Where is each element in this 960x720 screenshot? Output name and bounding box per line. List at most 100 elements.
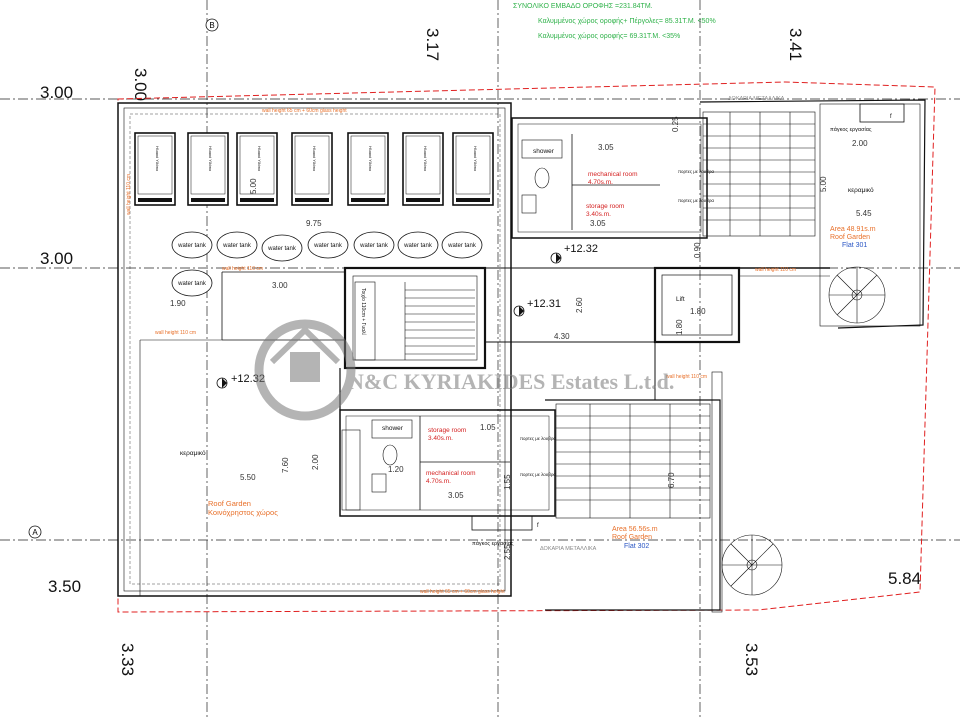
room-mech-upper: mechanical room: [588, 171, 638, 178]
room-mech-lower-area: 4.70s.m.: [426, 478, 451, 485]
water-tanks: water tank water tank water tank water t…: [171, 231, 483, 297]
svg-text:+12.31: +12.31: [527, 298, 561, 310]
door-label-1: πορτες με λουβρα: [678, 169, 714, 174]
room-shower-upper: shower: [533, 148, 555, 155]
svg-text:water tank: water tank: [447, 243, 477, 249]
metal-beam-notes: ΔΟΚΑΡΙΑ ΜΕΤΑΛΛΙΚΑ ΔΟΚΑΡΙΑ ΜΕΤΑΛΛΙΚΑ: [540, 96, 785, 552]
svg-text:5.45: 5.45: [856, 209, 872, 218]
spiral-stair-upper: [828, 266, 886, 324]
grid-axis-b: B: [205, 18, 219, 32]
level-marker-stair: +12.31: [513, 298, 561, 317]
solar-panel: Ηλιακό Υδάτιο: [187, 132, 229, 206]
flat302-garden: Roof Garden: [612, 534, 652, 541]
grid-dimensions: 3.00 3.00 3.50 5.84 3.00 3.17 3.41 3.33 …: [40, 28, 921, 676]
svg-text:water tank: water tank: [313, 243, 343, 249]
solar-panel-label: Ηλιακό Υδάτιο: [257, 146, 262, 172]
room-storage-lower-area: 3.40s.m.: [428, 435, 453, 442]
room-shower-lower: shower: [382, 425, 404, 432]
header-covered: Καλυμμένος χώρος οροφής= 69.31Τ.Μ. <35%: [538, 32, 680, 40]
grid-dim-top-left: 3.00: [131, 68, 150, 101]
svg-text:water tank: water tank: [222, 243, 252, 249]
svg-text:7.60: 7.60: [281, 457, 290, 473]
solar-panel: Ηλιακό Υδάτιο: [347, 132, 389, 206]
grid-axis-a: A: [28, 525, 42, 539]
grid-dim-left-2: 3.00: [40, 249, 73, 268]
staircase: [354, 281, 475, 361]
flat301-garden: Roof Garden: [830, 234, 870, 241]
work-bench-lower: [471, 515, 533, 531]
svg-text:1.80: 1.80: [675, 319, 684, 335]
room-lift: Lift: [676, 296, 685, 303]
room-mech-lower: mechanical room: [426, 470, 476, 477]
solar-panel: Ηλιακό Υδάτιο: [134, 132, 176, 206]
room-labels: shower mechanical room 4.70s.m. storage …: [180, 114, 892, 547]
water-tank: water tank: [307, 231, 349, 259]
svg-text:1.05: 1.05: [480, 423, 496, 432]
solar-panel: Ηλιακό Υδάτιο: [402, 132, 444, 206]
svg-text:water tank: water tank: [359, 243, 389, 249]
room-storage-lower: storage room: [428, 427, 466, 434]
area-flat302: Area 56.56s.m Roof Garden Flat 302: [612, 526, 658, 550]
f-mark-upper: f: [890, 114, 892, 120]
svg-text:3.05: 3.05: [598, 143, 614, 152]
water-tank: water tank: [261, 234, 303, 262]
door-label-4: πορτες με λουβρα: [520, 472, 556, 477]
grid-dim-bottom-right: 3.53: [742, 643, 761, 676]
solar-panel-label: Ηλιακό Υδάτιο: [473, 146, 478, 172]
svg-text:2.55: 2.55: [503, 544, 512, 560]
svg-text:water tank: water tank: [403, 243, 433, 249]
water-tank: water tank: [441, 231, 483, 259]
wall-note-top: wall height 65 cm + 60cm glass height: [262, 108, 347, 114]
svg-text:5.50: 5.50: [240, 473, 256, 482]
svg-text:0.90: 0.90: [693, 242, 702, 258]
common-garden: Roof Garden: [208, 499, 251, 508]
wall-note-110-b: wall height 110 cm: [155, 330, 196, 336]
solar-panels: Ηλιακό Υδάτιο Ηλιακό Υδάτιο Ηλιακό Υδάτι…: [134, 132, 494, 206]
common-greek: Κοινόχρηστος χώρος: [208, 508, 278, 517]
flat302-name: Flat 302: [624, 543, 649, 550]
flat302-area: Area 56.56s.m: [612, 526, 658, 533]
svg-text:3.05: 3.05: [590, 219, 606, 228]
svg-text:6.70: 6.70: [667, 472, 676, 488]
wall-note-110-a: wall height 110 cm: [222, 266, 263, 272]
svg-text:1.55: 1.55: [503, 474, 512, 490]
solar-panel-label: Ηλιακό Υδάτιο: [155, 146, 160, 172]
work-bench-upper: [859, 103, 905, 123]
room-storage-upper-area: 3.40s.m.: [586, 211, 611, 218]
metal-beam-bottom: ΔΟΚΑΡΙΑ ΜΕΤΑΛΛΙΚΑ: [540, 546, 597, 552]
door-label-2: πορτες με λουβρα: [678, 198, 714, 203]
header-total-area: ΣΥΝΟΛΙΚΟ ΕΜΒΑΔΟ ΟΡΟΦΗΣ =231.84ΤΜ.: [513, 3, 653, 10]
water-tank: water tank: [216, 231, 258, 259]
toilet-upper: [521, 139, 563, 214]
header-notes: ΣΥΝΟΛΙΚΟ ΕΜΒΑΔΟ ΟΡΟΦΗΣ =231.84ΤΜ. Καλυμμ…: [513, 3, 716, 40]
spiral-stair-lower: [721, 534, 783, 596]
stair-glass-rail: Τοιχίο 110cm + Γυαλί: [360, 288, 366, 336]
water-tank: water tank: [171, 231, 213, 259]
grid-dim-left-1: 3.00: [40, 83, 73, 102]
area-common: Roof Garden Κοινόχρηστος χώρος: [208, 499, 278, 517]
area-flat301: Area 48.91s.m Roof Garden Flat 301: [830, 226, 876, 249]
inner-dimensions: 9.75 1.90 3.00 4.30 2.60 5.50 7.60 2.00 …: [170, 116, 872, 560]
floor-tiles-right: κεραμικό: [848, 186, 874, 194]
svg-text:9.75: 9.75: [306, 219, 322, 228]
wall-note-110-e: wall height 110 cm: [126, 174, 132, 215]
solar-panel-label: Ηλιακό Υδάτιο: [368, 146, 373, 172]
solar-panel: Ηλιακό Υδάτιο: [236, 132, 278, 206]
toilet-lower: [341, 419, 413, 511]
f-mark-lower: f: [537, 523, 539, 529]
work-bottom-label: πάγκος εργασίας: [472, 540, 514, 547]
pergola-upper: [702, 111, 816, 237]
svg-text:water tank: water tank: [267, 246, 297, 252]
water-tank: water tank: [171, 269, 213, 297]
solar-panel: Ηλιακό Υδάτιο: [452, 132, 494, 206]
svg-text:A: A: [32, 528, 38, 537]
room-storage-upper: storage room: [586, 203, 624, 210]
svg-text:5.00: 5.00: [819, 176, 828, 192]
solar-panel-label: Ηλιακό Υδάτιο: [423, 146, 428, 172]
grid-dim-bottom-left: 3.33: [118, 643, 137, 676]
svg-text:B: B: [209, 21, 214, 30]
flat301-area: Area 48.91s.m: [830, 226, 876, 233]
svg-text:2.60: 2.60: [575, 297, 584, 313]
water-tank: water tank: [397, 231, 439, 259]
